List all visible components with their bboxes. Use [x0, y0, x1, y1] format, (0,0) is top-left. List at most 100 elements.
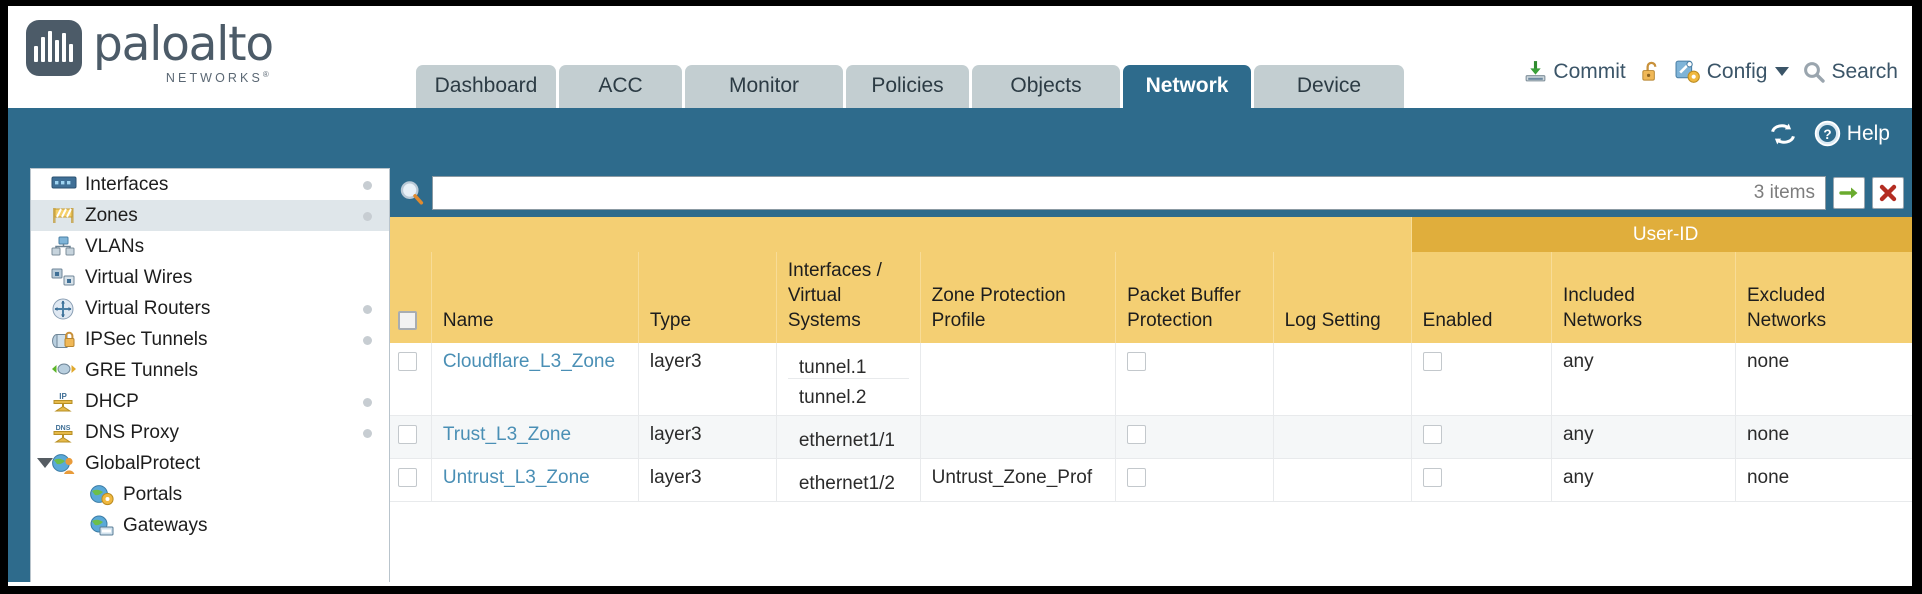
- sidebar-item-label: VLANs: [85, 235, 145, 257]
- table-row[interactable]: Cloudflare_L3_Zone layer3 tunnel.1 tunnel.2…: [390, 343, 1912, 416]
- config-menu[interactable]: Config: [1675, 59, 1790, 84]
- commit-button[interactable]: Commit: [1523, 59, 1626, 84]
- zone-name-link[interactable]: Untrust_L3_Zone: [442, 467, 590, 488]
- sidebar-item-virtual-routers[interactable]: Virtual Routers: [31, 293, 389, 324]
- sidebar-item-vlans[interactable]: VLANs: [31, 231, 389, 262]
- packet-buffer-protection-checkbox[interactable]: [1127, 352, 1147, 372]
- svg-text:DNS: DNS: [56, 425, 71, 432]
- tab-acc[interactable]: ACC: [559, 65, 682, 108]
- zone-name-link[interactable]: Cloudflare_L3_Zone: [442, 351, 616, 372]
- tab-label: ACC: [598, 74, 643, 97]
- tab-objects[interactable]: Objects: [972, 65, 1120, 108]
- user-id-enabled-checkbox[interactable]: [1422, 352, 1442, 372]
- chevron-down-icon: [1775, 67, 1790, 76]
- included-networks-value: any: [1562, 351, 1594, 372]
- band-actions: ? Help: [1768, 120, 1890, 147]
- clear-filter-button[interactable]: [1872, 176, 1904, 209]
- sidebar-item-label: DHCP: [85, 390, 139, 412]
- column-header-type[interactable]: Type: [638, 252, 777, 343]
- tab-label: Policies: [871, 74, 944, 97]
- interface-entry: tunnel.1: [787, 349, 909, 379]
- column-header-name[interactable]: Name: [431, 252, 639, 343]
- row-select-cell: [390, 415, 432, 459]
- tab-device[interactable]: Device: [1254, 65, 1404, 108]
- item-count-label: 3 items: [1753, 181, 1815, 203]
- help-label: Help: [1846, 121, 1890, 145]
- sidebar-item-interfaces[interactable]: Interfaces: [31, 169, 389, 200]
- sidebar-item-portals[interactable]: Portals: [31, 479, 389, 510]
- sidebar-item-ipsec-tunnels[interactable]: IPSec Tunnels: [31, 324, 389, 355]
- filter-input[interactable]: [433, 177, 1754, 208]
- zone-interfaces-cell: ethernet1/2: [776, 458, 921, 502]
- tree-expand-caret-icon[interactable]: [37, 458, 53, 468]
- gateways-icon: [89, 515, 115, 537]
- apply-filter-button[interactable]: [1833, 176, 1865, 209]
- user-id-enabled-checkbox[interactable]: [1422, 425, 1442, 445]
- sidebar-item-gre-tunnels[interactable]: GRE Tunnels: [31, 355, 389, 386]
- search-button[interactable]: Search: [1802, 60, 1898, 84]
- row-checkbox[interactable]: [398, 352, 417, 372]
- refresh-button[interactable]: [1768, 121, 1798, 147]
- sidebar-status-dot-icon: [363, 181, 372, 190]
- column-header-enabled[interactable]: Enabled: [1411, 252, 1552, 343]
- excluded-networks-cell: none: [1735, 343, 1912, 416]
- packet-buffer-protection-checkbox[interactable]: [1127, 468, 1147, 488]
- zone-name-link[interactable]: Trust_L3_Zone: [442, 424, 572, 445]
- tab-label: Objects: [1010, 74, 1082, 97]
- zone-type-cell: layer3: [638, 415, 777, 459]
- sidebar-item-globalprotect[interactable]: GlobalProtect: [31, 448, 389, 479]
- vlans-icon: [51, 236, 77, 258]
- search-icon[interactable]: [398, 179, 426, 207]
- sidebar-item-gateways[interactable]: Gateways: [31, 510, 389, 541]
- svg-text:IP: IP: [59, 392, 67, 401]
- lock-button[interactable]: [1639, 59, 1662, 84]
- column-header-log-setting[interactable]: Log Setting: [1273, 252, 1412, 343]
- interface-entry: tunnel.2: [798, 387, 867, 408]
- zones-table-body: Cloudflare_L3_Zone layer3 tunnel.1 tunnel.2…: [390, 343, 1912, 502]
- user-id-enabled-cell: [1411, 458, 1552, 502]
- tab-dashboard[interactable]: Dashboard: [416, 65, 556, 108]
- row-checkbox[interactable]: [398, 468, 417, 488]
- main-panel: 3 items: [390, 168, 1912, 582]
- help-button[interactable]: ? Help: [1814, 120, 1890, 147]
- tab-monitor[interactable]: Monitor: [685, 65, 843, 108]
- packet-buffer-protection-checkbox[interactable]: [1127, 425, 1147, 445]
- group-header-row: User-ID: [390, 217, 1912, 252]
- sidebar-item-virtual-wires[interactable]: Virtual Wires: [31, 262, 389, 293]
- sidebar-item-dhcp[interactable]: IP DHCP: [31, 386, 389, 417]
- log-setting-cell: [1273, 458, 1412, 502]
- excluded-networks-value: none: [1746, 424, 1790, 445]
- tab-network[interactable]: Network: [1123, 65, 1251, 108]
- included-networks-cell: any: [1551, 458, 1736, 502]
- tab-policies[interactable]: Policies: [846, 65, 969, 108]
- excluded-networks-cell: none: [1735, 458, 1912, 502]
- zone-type-cell: layer3: [638, 343, 777, 416]
- zones-icon: [51, 205, 77, 227]
- tab-label: Device: [1296, 74, 1362, 97]
- sidebar-item-label: Virtual Wires: [85, 266, 193, 288]
- dns-proxy-icon: DNS: [51, 422, 77, 444]
- sidebar-status-dot-icon: [363, 429, 372, 438]
- included-networks-cell: any: [1551, 343, 1736, 416]
- select-all-checkbox[interactable]: [398, 311, 417, 331]
- interfaces-icon: [51, 174, 77, 196]
- row-checkbox[interactable]: [398, 425, 417, 445]
- included-networks-cell: any: [1551, 415, 1736, 459]
- user-id-enabled-checkbox[interactable]: [1422, 468, 1442, 488]
- sidebar-item-label: GlobalProtect: [85, 452, 201, 474]
- group-header-spacer: [390, 217, 1412, 252]
- config-label: Config: [1706, 59, 1768, 83]
- gre-tunnels-icon: [51, 360, 77, 382]
- sidebar-item-zones[interactable]: Zones: [31, 200, 389, 231]
- green-arrow-apply-icon: [1839, 187, 1858, 198]
